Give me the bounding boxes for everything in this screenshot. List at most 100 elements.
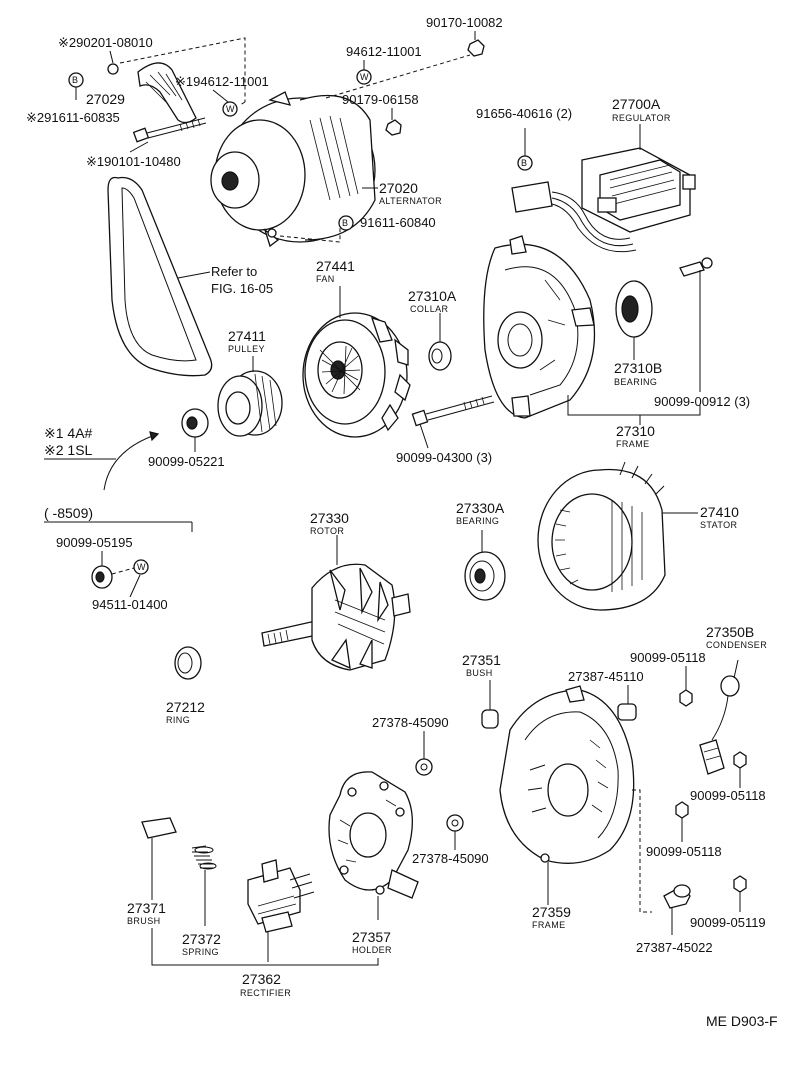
label-90179-06158: 90179-06158 [342,92,419,107]
label-90099-05195: 90099-05195 [56,535,133,550]
label-collar: COLLAR [410,304,449,314]
label-fig-16-05: FIG. 16-05 [211,281,273,296]
label-90170-10082: 90170-10082 [426,15,503,30]
label-27351: 27351 [462,652,501,668]
label-291611: ※291611-60835 [26,110,120,125]
label-stator: STATOR [700,520,738,530]
label-brush: BRUSH [127,916,161,926]
pulley-27411 [217,356,283,437]
label-91611-60840: 91611-60840 [360,215,436,230]
label-regulator: REGULATOR [612,113,671,123]
label-27212: 27212 [166,699,205,715]
label-27330: 27330 [310,510,349,526]
label-27310: 27310 [616,423,655,439]
label-27310b: 27310B [614,360,662,376]
label-27378-45090-top: 27378-45090 [372,715,449,730]
nut-90099-05118-low [675,801,689,819]
insulator-27387-45110 [617,703,637,721]
drive-end-frame-27310 [483,235,596,419]
screw-90099-00912 [679,261,705,277]
ring-27212 [174,646,202,680]
insulator-27378-45090-low [446,814,464,832]
label-290201: ※290201-08010 [58,35,153,50]
label-rectifier: RECTIFIER [240,988,291,998]
label-bearing-27310b: BEARING [614,377,657,387]
label-90099-05118-mid: 90099-05118 [690,788,766,803]
label-194612: ※194612-11001 [175,74,269,89]
svg-text:B: B [72,75,78,85]
label-27359: 27359 [532,904,571,920]
svg-text:W: W [137,562,146,572]
label-pulley: PULLEY [228,344,265,354]
label-frame-27359: FRAME [532,920,566,930]
label-90099-00912: 90099-00912 (3) [654,394,750,409]
nut-90099-05118-top [679,689,693,707]
label-condenser: CONDENSER [706,640,767,650]
regulator-27700a: B [511,128,696,253]
insulator-27378-45090-top [415,758,433,776]
label-bearing-27330a: BEARING [456,516,499,526]
label-27378-45090-low: 27378-45090 [412,851,489,866]
label-27330a: 27330A [456,500,505,516]
note-arrow [103,433,159,491]
label-ring: RING [166,715,190,725]
label-90099-05119: 90099-05119 [690,915,766,930]
label-frame-27310: FRAME [616,439,650,449]
reference-code: ME D903-F [706,1013,778,1029]
alternator-assembly [210,54,471,248]
holder-27357 [328,771,419,920]
bush-27351 [481,709,499,729]
label-27029: 27029 [86,91,125,107]
through-bolt-90099-04300 [411,395,495,449]
label-27362: 27362 [242,971,281,987]
nut-90099-05119 [733,875,747,893]
label-27350b: 27350B [706,624,754,640]
label-alternator: ALTERNATOR [379,196,442,206]
label-rotor: ROTOR [310,526,344,536]
label-27700a: 27700A [612,96,661,112]
note-1: ※1 4A# [44,425,93,441]
label-91656-40616: 91656-40616 (2) [476,106,572,121]
label-27310a: 27310A [408,288,457,304]
label-27387-45022: 27387-45022 [636,940,713,955]
svg-text:W: W [360,72,369,82]
condenser-27350b [699,659,740,775]
label-27020: 27020 [379,180,418,196]
label-27411: 27411 [228,328,266,344]
label-holder: HOLDER [352,945,392,955]
label-90099-05221: 90099-05221 [148,454,225,469]
v-belt [107,176,213,377]
label-27372: 27372 [182,931,221,947]
label-27357: 27357 [352,929,391,945]
label-90099-05118-top: 90099-05118 [630,650,706,665]
label-spring: SPRING [182,947,219,957]
label-fan: FAN [316,274,335,284]
label-bush: BUSH [466,668,493,678]
rotor-27330 [261,535,411,671]
nut-90170-10082 [467,39,485,57]
rectifier-27362 [247,859,315,962]
label-90099-04300: 90099-04300 (3) [396,450,492,465]
label-27387-45110: 27387-45110 [568,669,644,684]
label-94511-01400: 94511-01400 [92,597,168,612]
adjusting-bar-group: B W [68,37,246,153]
note-2: ※2 1SL [44,442,93,458]
label-190101: ※190101-10480 [86,154,181,169]
spring-27372 [191,845,217,926]
label-27371: 27371 [127,900,166,916]
nut-90099-05118-mid [733,751,747,769]
svg-text:B: B [342,218,348,228]
label-90099-05118-low: 90099-05118 [646,844,722,859]
label-range: ( -8509) [44,505,93,521]
fan-27441 [302,286,411,438]
svg-text:B: B [521,158,527,168]
rear-frame-27359 [499,685,635,905]
label-refer-to: Refer to [211,264,257,279]
nut-90179-06158 [385,119,402,136]
stator-27410 [537,461,698,611]
label-27441: 27441 [316,258,355,274]
label-27410: 27410 [700,504,739,520]
washer-94511-01400 [133,559,149,575]
svg-text:W: W [226,104,235,114]
